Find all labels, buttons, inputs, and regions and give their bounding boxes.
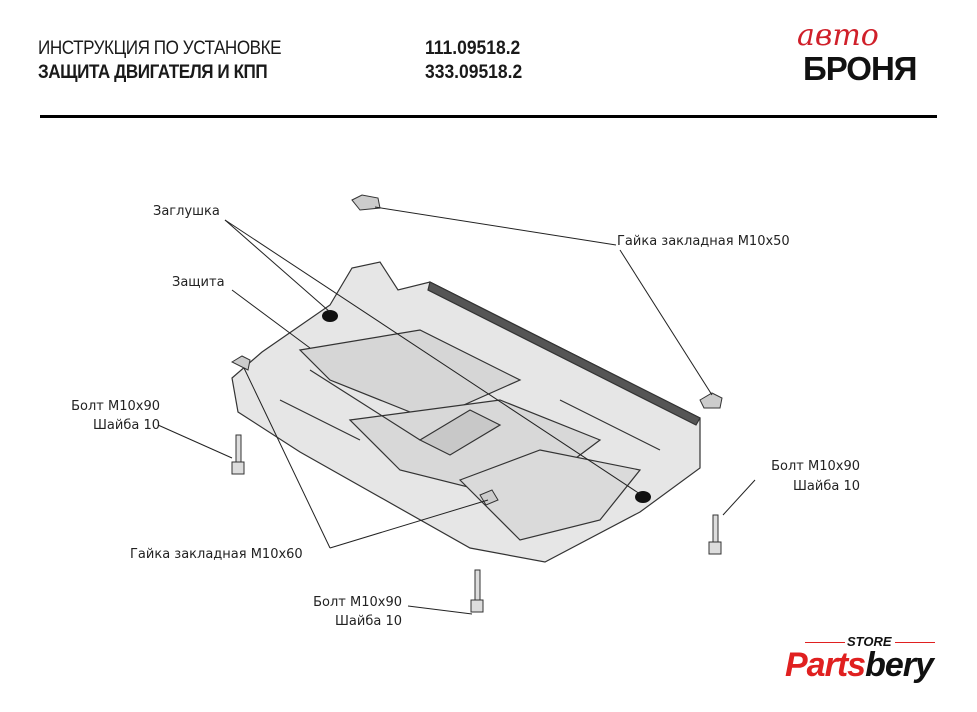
- label-bolt-right: Болт M10x90: [771, 459, 860, 474]
- label-nut-m10x60: Гайка закладная M10x60: [130, 547, 303, 562]
- plug-right: [635, 491, 651, 503]
- avtobronya-logo: авто БРОНЯ: [795, 18, 935, 88]
- label-bolt-bottom: Болт M10x90: [313, 595, 402, 610]
- label-bolt-left: Болт M10x90: [71, 399, 160, 414]
- label-washer-right: Шайба 10: [793, 479, 860, 494]
- bolts: [231, 434, 722, 613]
- watermark-brand-a: Parts: [785, 646, 866, 684]
- plug-left: [322, 310, 338, 322]
- skid-plate: [231, 261, 701, 563]
- logo-word: БРОНЯ: [803, 50, 918, 87]
- label-washer-left: Шайба 10: [93, 418, 160, 433]
- label-nut-m10x50: Гайка закладная M10x50: [617, 234, 790, 249]
- header-divider: [40, 115, 937, 118]
- instruction-title: ИНСТРУКЦИЯ ПО УСТАНОВКЕ: [38, 38, 282, 59]
- leader-lines: [157, 206, 756, 615]
- watermark-store: STORE: [847, 634, 892, 649]
- label-shield: Защита: [172, 275, 225, 290]
- label-washer-bottom: Шайба 10: [335, 614, 402, 629]
- partsbery-watermark: STORE Partsbery: [785, 632, 960, 692]
- part-code-1: 111.09518.2: [425, 38, 521, 59]
- label-plug: Заглушка: [153, 204, 220, 219]
- logo-script: авто: [797, 18, 879, 53]
- product-title: ЗАЩИТА ДВИГАТЕЛЯ И КПП: [38, 62, 268, 83]
- part-code-2: 333.09518.2: [425, 62, 523, 83]
- watermark-brand-b: bery: [865, 646, 934, 684]
